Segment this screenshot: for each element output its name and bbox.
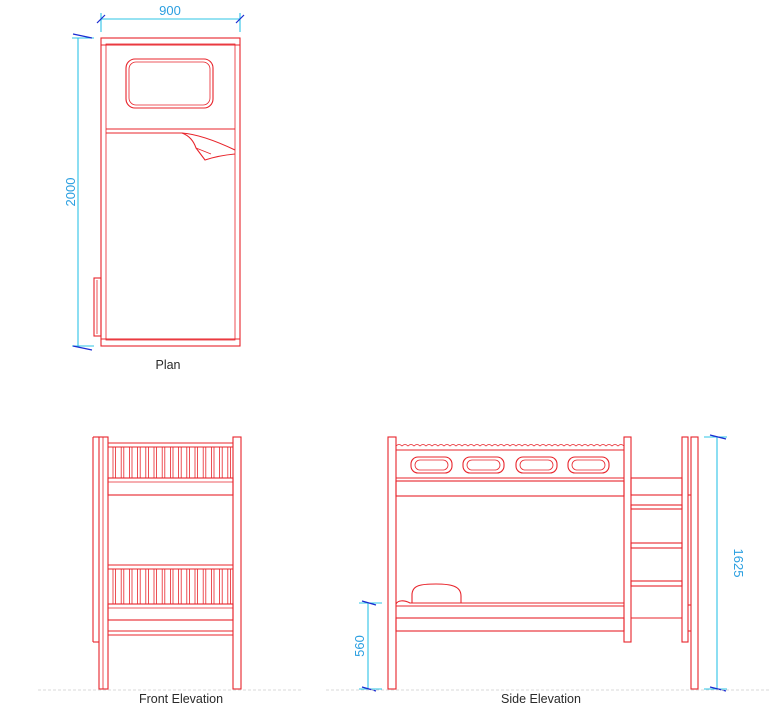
oval-hole	[567, 456, 610, 474]
plan-view	[93, 37, 241, 347]
dimension-text-side-height: 1625	[731, 549, 746, 578]
side-ladder-rail	[681, 436, 689, 643]
side-ladder	[630, 477, 691, 632]
dimension-plan-width: 900	[96, 3, 245, 32]
side-elevation-view	[387, 436, 699, 690]
ladder-rung	[630, 580, 683, 587]
rail-oval-holes	[410, 456, 610, 474]
dimension-tick	[72, 33, 93, 39]
oval-hole-inner	[466, 459, 501, 471]
dimension-text-plan-width: 900	[159, 3, 181, 18]
lower-bunk-frame	[107, 603, 234, 621]
plan-ladder	[93, 277, 102, 337]
upper-bunk-side-frame	[395, 480, 625, 497]
oval-hole	[515, 456, 558, 474]
oval-hole-inner	[571, 459, 606, 471]
side-post-right	[690, 436, 699, 690]
front-elevation-view	[92, 436, 242, 690]
upper-slats	[112, 447, 231, 478]
oval-hole	[462, 456, 505, 474]
pillow-inner	[128, 61, 211, 106]
dimension-text-plan-length: 2000	[63, 178, 78, 207]
blanket-fold-corner	[181, 132, 236, 161]
front-post-right	[232, 436, 242, 690]
pillow-outer	[125, 58, 214, 109]
dimension-tick	[235, 14, 245, 24]
ladder-rung	[630, 542, 683, 549]
plan-outer-frame	[100, 37, 241, 347]
oval-hole-inner	[519, 459, 554, 471]
plan-inner-frame	[105, 43, 236, 341]
dimension-tick	[709, 434, 727, 440]
lower-mattress-edge	[395, 600, 624, 605]
blanket-fold-crease	[195, 147, 212, 155]
upper-bunk-frame	[107, 477, 234, 496]
oval-hole	[410, 456, 453, 474]
view-label-front-elevation: Front Elevation	[139, 692, 223, 706]
ladder-rung	[630, 504, 683, 510]
dimension-lower-bunk-height: 560	[352, 600, 382, 692]
upper-mattress-edge	[395, 444, 625, 447]
lower-pillow	[411, 583, 462, 603]
blanket-fold-edge	[181, 132, 236, 151]
lower-slats	[112, 569, 231, 604]
view-label-side-elevation: Side Elevation	[501, 692, 581, 706]
lower-bunk-side-frame	[395, 617, 625, 632]
dimension-tick	[72, 345, 93, 351]
dimension-text-lower-bunk-height: 560	[352, 635, 367, 657]
dimension-side-height: 1625	[704, 434, 746, 692]
front-post-left	[98, 436, 109, 690]
dimension-tick	[361, 600, 377, 606]
ladder-top-step	[630, 477, 683, 496]
side-post-left	[387, 436, 397, 690]
dimension-tick	[96, 14, 106, 24]
oval-hole-inner	[414, 459, 449, 471]
side-post-middle	[623, 436, 632, 643]
dimension-plan-length: 2000	[63, 33, 94, 351]
view-label-plan: Plan	[155, 358, 180, 372]
